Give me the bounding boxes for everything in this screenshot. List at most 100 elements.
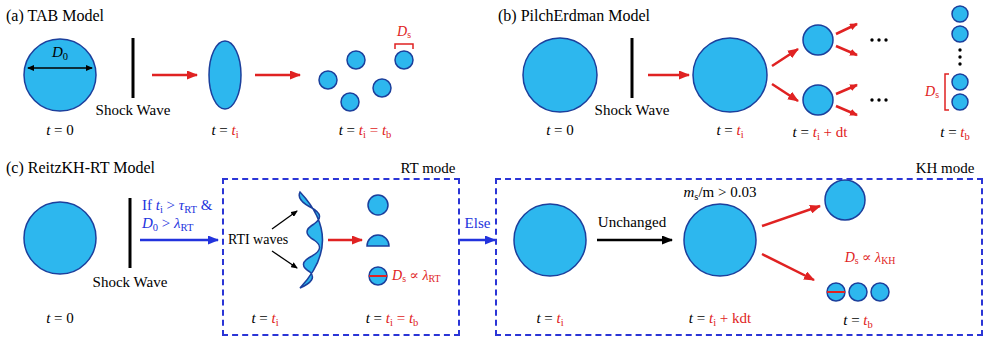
text-run: =	[944, 124, 960, 140]
text-run: D	[142, 215, 153, 231]
ellipsis-dot	[884, 38, 887, 41]
annotation-label: Ds	[397, 24, 411, 41]
child-droplet	[827, 283, 845, 301]
process-arrow	[597, 239, 672, 242]
fragment	[369, 267, 387, 285]
text-run: t	[272, 310, 276, 326]
text-run: + dt	[820, 124, 848, 140]
subscript: s	[935, 89, 939, 100]
process-arrow	[772, 49, 798, 66]
process-arrow	[328, 239, 362, 242]
annotation-label: Shock Wave	[595, 101, 670, 119]
subscript: i	[390, 317, 393, 328]
annotation-label: t = 0	[46, 309, 74, 327]
text-run: t	[251, 310, 255, 326]
text-run: If	[142, 197, 156, 213]
size-bracket	[395, 44, 413, 49]
ellipsis-dot	[877, 38, 880, 41]
text-run: KH mode	[916, 160, 975, 176]
text-run: t	[409, 310, 413, 326]
child-droplet	[803, 25, 833, 55]
text-run: D	[397, 24, 407, 39]
panel-title: (c) ReitzKH-RT Model	[6, 158, 155, 177]
process-arrow	[648, 74, 689, 77]
annotation-label: Ds ∝ λKH	[845, 250, 896, 267]
child-droplet	[849, 283, 867, 301]
process-arrow	[772, 84, 798, 101]
child-droplet	[952, 74, 968, 90]
ellipsis-dot	[958, 48, 961, 51]
text-run: =	[721, 122, 737, 138]
subscript: i	[713, 317, 716, 328]
text-run: t	[863, 312, 867, 328]
subscript: s	[402, 273, 406, 284]
annotation-label: ms/m > 0.03	[684, 183, 757, 201]
child-droplet	[952, 94, 968, 110]
ellipsis-dot	[884, 98, 887, 101]
mode-box: RT modeRTI wavest = tit = ti = tbDs ∝ λR…	[222, 178, 460, 336]
child-droplet	[803, 85, 833, 115]
subscript: RT	[181, 222, 194, 233]
annotation-label: t = tb	[843, 311, 873, 329]
text-run: t	[689, 310, 693, 326]
subscript: b	[386, 129, 391, 140]
text-run: t	[46, 310, 50, 326]
text-run: t	[339, 122, 343, 138]
subscript: s	[855, 255, 859, 266]
annotation-label: t = 0	[546, 121, 574, 139]
text-run: = 0	[50, 122, 73, 138]
annotation-label: t = ti + kdt	[689, 309, 751, 327]
subscript: b	[413, 317, 418, 328]
subscript: RT	[429, 273, 441, 284]
annotation-label: Shock Wave	[96, 101, 171, 119]
child-droplet	[347, 51, 365, 69]
annotation-label: t = ti	[211, 121, 238, 139]
text-run: (a) TAB Model	[6, 7, 104, 24]
text-run: t	[557, 310, 561, 326]
fragment	[368, 195, 388, 215]
text-run: λ	[174, 215, 181, 231]
annotation-label: t = ti + dt	[793, 123, 848, 141]
text-run: t	[940, 124, 944, 140]
droplet	[24, 39, 96, 111]
fragment	[367, 235, 389, 246]
text-run: Else	[465, 215, 491, 231]
ellipsis-dot	[870, 98, 873, 101]
text-run: t	[843, 312, 847, 328]
text-run: RT mode	[400, 160, 455, 176]
text-run: /m > 0.03	[698, 184, 756, 200]
text-run: Shock Wave	[93, 274, 168, 290]
text-run: t	[359, 122, 363, 138]
text-run: t	[716, 122, 720, 138]
child-droplet	[373, 79, 391, 97]
subscript: i	[276, 317, 279, 328]
text-run: Shock Wave	[96, 102, 171, 118]
text-run: t	[793, 124, 797, 140]
annotation-label: t = tb	[940, 123, 970, 141]
pointer-arrow	[272, 251, 297, 268]
annotation-label: Ds ∝ λRT	[392, 268, 440, 285]
text-run: =	[393, 310, 409, 326]
text-run: >	[163, 197, 179, 213]
child-droplet	[952, 6, 968, 22]
condition-arrow	[140, 239, 218, 242]
droplet	[693, 38, 767, 112]
text-run: t	[709, 310, 713, 326]
process-arrow	[255, 74, 300, 77]
process-arrow	[836, 106, 857, 115]
subscript: i	[817, 131, 820, 142]
rti-crescent	[299, 192, 322, 288]
subscript: i	[561, 317, 564, 328]
text-run: t	[156, 197, 160, 213]
text-run: Shock Wave	[595, 102, 670, 118]
text-run: =	[343, 122, 359, 138]
flow-arrow	[460, 239, 495, 242]
pointer-arrow	[272, 211, 297, 229]
droplet	[24, 202, 96, 274]
subscript: b	[965, 131, 970, 142]
annotation-label: D0	[52, 43, 68, 61]
size-bracket	[945, 74, 949, 110]
text-run: D	[925, 84, 935, 99]
text-run: =	[256, 310, 272, 326]
